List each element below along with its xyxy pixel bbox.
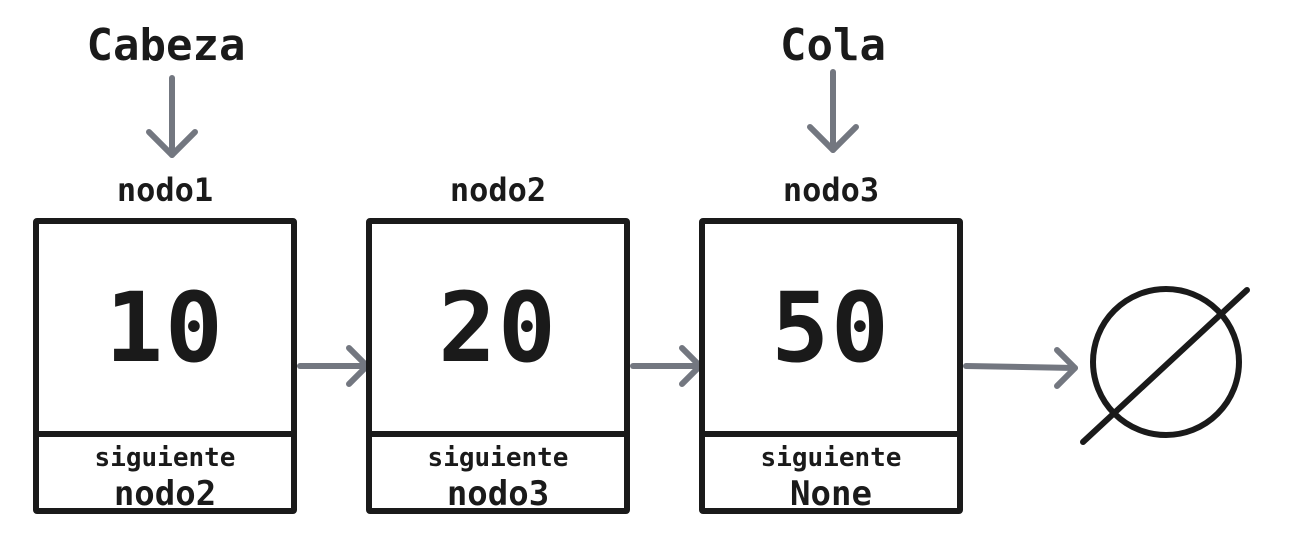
- node-next-cell: siguiente None: [705, 437, 957, 514]
- node-value-cell: 50: [705, 224, 957, 437]
- node-box-nodo1: 10 siguiente nodo2: [33, 218, 297, 514]
- next-pointer-value: nodo2: [113, 474, 217, 514]
- node-name: nodo3: [782, 171, 880, 209]
- next-pointer-value: nodo3: [446, 474, 550, 514]
- next-arrow-nodo1-nodo2: [297, 345, 370, 387]
- next-pointer-label: siguiente: [427, 443, 569, 473]
- node-next-cell: siguiente nodo3: [372, 437, 624, 514]
- node-value: 10: [105, 271, 225, 384]
- node-value: 20: [438, 271, 558, 384]
- null-symbol: [1080, 286, 1250, 445]
- node-value-cell: 20: [372, 224, 624, 437]
- node-value-cell: 10: [39, 224, 291, 437]
- node-value: 50: [771, 271, 891, 384]
- head-pointer-arrow: [146, 75, 198, 158]
- tail-pointer-label: Cola: [780, 20, 886, 71]
- head-pointer-label: Cabeza: [86, 20, 246, 71]
- node-box-nodo3: 50 siguiente None: [699, 218, 963, 514]
- next-pointer-label: siguiente: [94, 443, 236, 473]
- node-name: nodo1: [116, 171, 214, 209]
- node-next-cell: siguiente nodo2: [39, 437, 291, 514]
- node-name: nodo2: [449, 171, 547, 209]
- tail-pointer-arrow: [807, 69, 859, 153]
- next-arrow-nodo3-null: [963, 347, 1078, 389]
- next-pointer-label: siguiente: [760, 443, 902, 473]
- node-box-nodo2: 20 siguiente nodo3: [366, 218, 630, 514]
- next-pointer-value: None: [790, 474, 872, 514]
- next-arrow-nodo2-nodo3: [630, 345, 703, 387]
